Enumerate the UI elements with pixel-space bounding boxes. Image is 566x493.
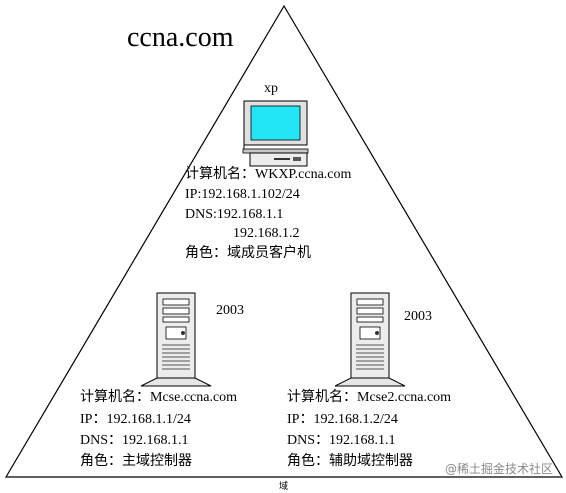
computer-icon [242,100,309,167]
server-icon [140,292,212,387]
watermark: @稀土掘金技术社区 [445,462,554,476]
server-left-hostname: 计算机名：Mcse.ccna.com [80,390,238,405]
client-ip: IP:192.168.1.102/24 [185,187,300,202]
client-role: 角色：域成员客户机 [185,246,311,261]
domain-name: ccna.com [127,22,234,53]
server-left-ip: IP：192.168.1.1/24 [80,412,191,427]
domain-triangle [4,4,564,478]
server-right-ip: IP：192.168.1.2/24 [287,412,398,427]
server-icon [334,292,406,387]
server-right-role: 角色：辅助域控制器 [287,454,413,469]
server-left-role: 角色：主域控制器 [80,454,192,469]
server-left-label: 2003 [216,303,244,318]
domain-caption: 域 [279,481,289,491]
client-hostname: 计算机名：WKXP.ccna.com [185,167,352,182]
client-dns: DNS:192.168.1.1 [185,207,284,222]
server-right-dns: DNS：192.168.1.1 [287,433,396,448]
server-left-dns: DNS：192.168.1.1 [80,433,189,448]
client-label: xp [264,81,278,96]
client-dns-secondary: 192.168.1.2 [233,226,300,241]
server-right-label: 2003 [404,309,432,324]
server-right-hostname: 计算机名：Mcse2.ccna.com [287,390,452,405]
